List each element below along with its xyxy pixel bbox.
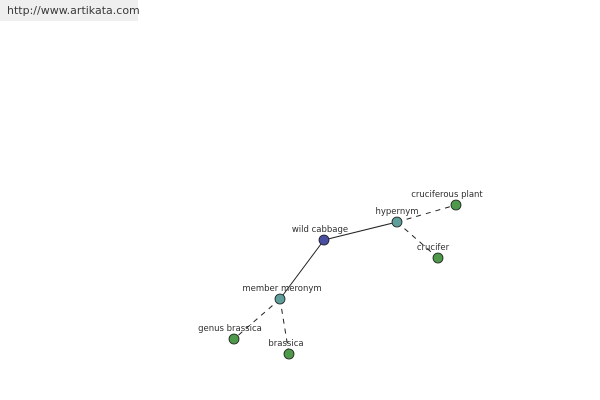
node-label-member-meronym[interactable]: member meronym [242,284,321,294]
node-brassica[interactable]: brassica [268,339,304,360]
node-label-wild-cabbage[interactable]: wild cabbage [292,225,348,235]
node-label-brassica[interactable]: brassica [268,339,303,349]
node-circle-brassica[interactable] [283,348,295,360]
node-circle-genus-brassica[interactable] [228,333,240,345]
node-cruciferous-plant[interactable]: cruciferous plant [411,190,483,211]
node-label-hypernym[interactable]: hypernym [375,207,418,217]
edge-wild-cabbage-to-hypernym [323,221,398,241]
nodes-layer: wild cabbage hypernym member meronym crucif… [198,190,483,360]
node-circle-hypernym[interactable] [391,216,403,228]
edge-hypernym-to-cruciferous-plant [396,204,457,223]
edge-member-meronym-to-genus-brassica [233,298,281,340]
node-circle-cruciferous-plant[interactable] [450,199,462,211]
node-label-crucifer[interactable]: crucifer [417,243,450,253]
edge-wild-cabbage-to-member-meronym [279,239,325,300]
edges-layer [233,204,457,355]
site-url[interactable]: http://www.artikata.com [0,0,140,21]
node-wild-cabbage[interactable]: wild cabbage [292,225,348,246]
node-hypernym[interactable]: hypernym [375,207,419,228]
node-circle-wild-cabbage[interactable] [318,234,330,246]
node-circle-crucifer[interactable] [432,252,444,264]
node-genus-brassica[interactable]: genus brassica [198,324,262,345]
node-label-cruciferous-plant[interactable]: cruciferous plant [411,190,483,200]
node-circle-member-meronym[interactable] [274,293,286,305]
node-member-meronym[interactable]: member meronym [242,284,322,305]
node-label-genus-brassica[interactable]: genus brassica [198,324,262,334]
node-crucifer[interactable]: crucifer [417,243,450,264]
